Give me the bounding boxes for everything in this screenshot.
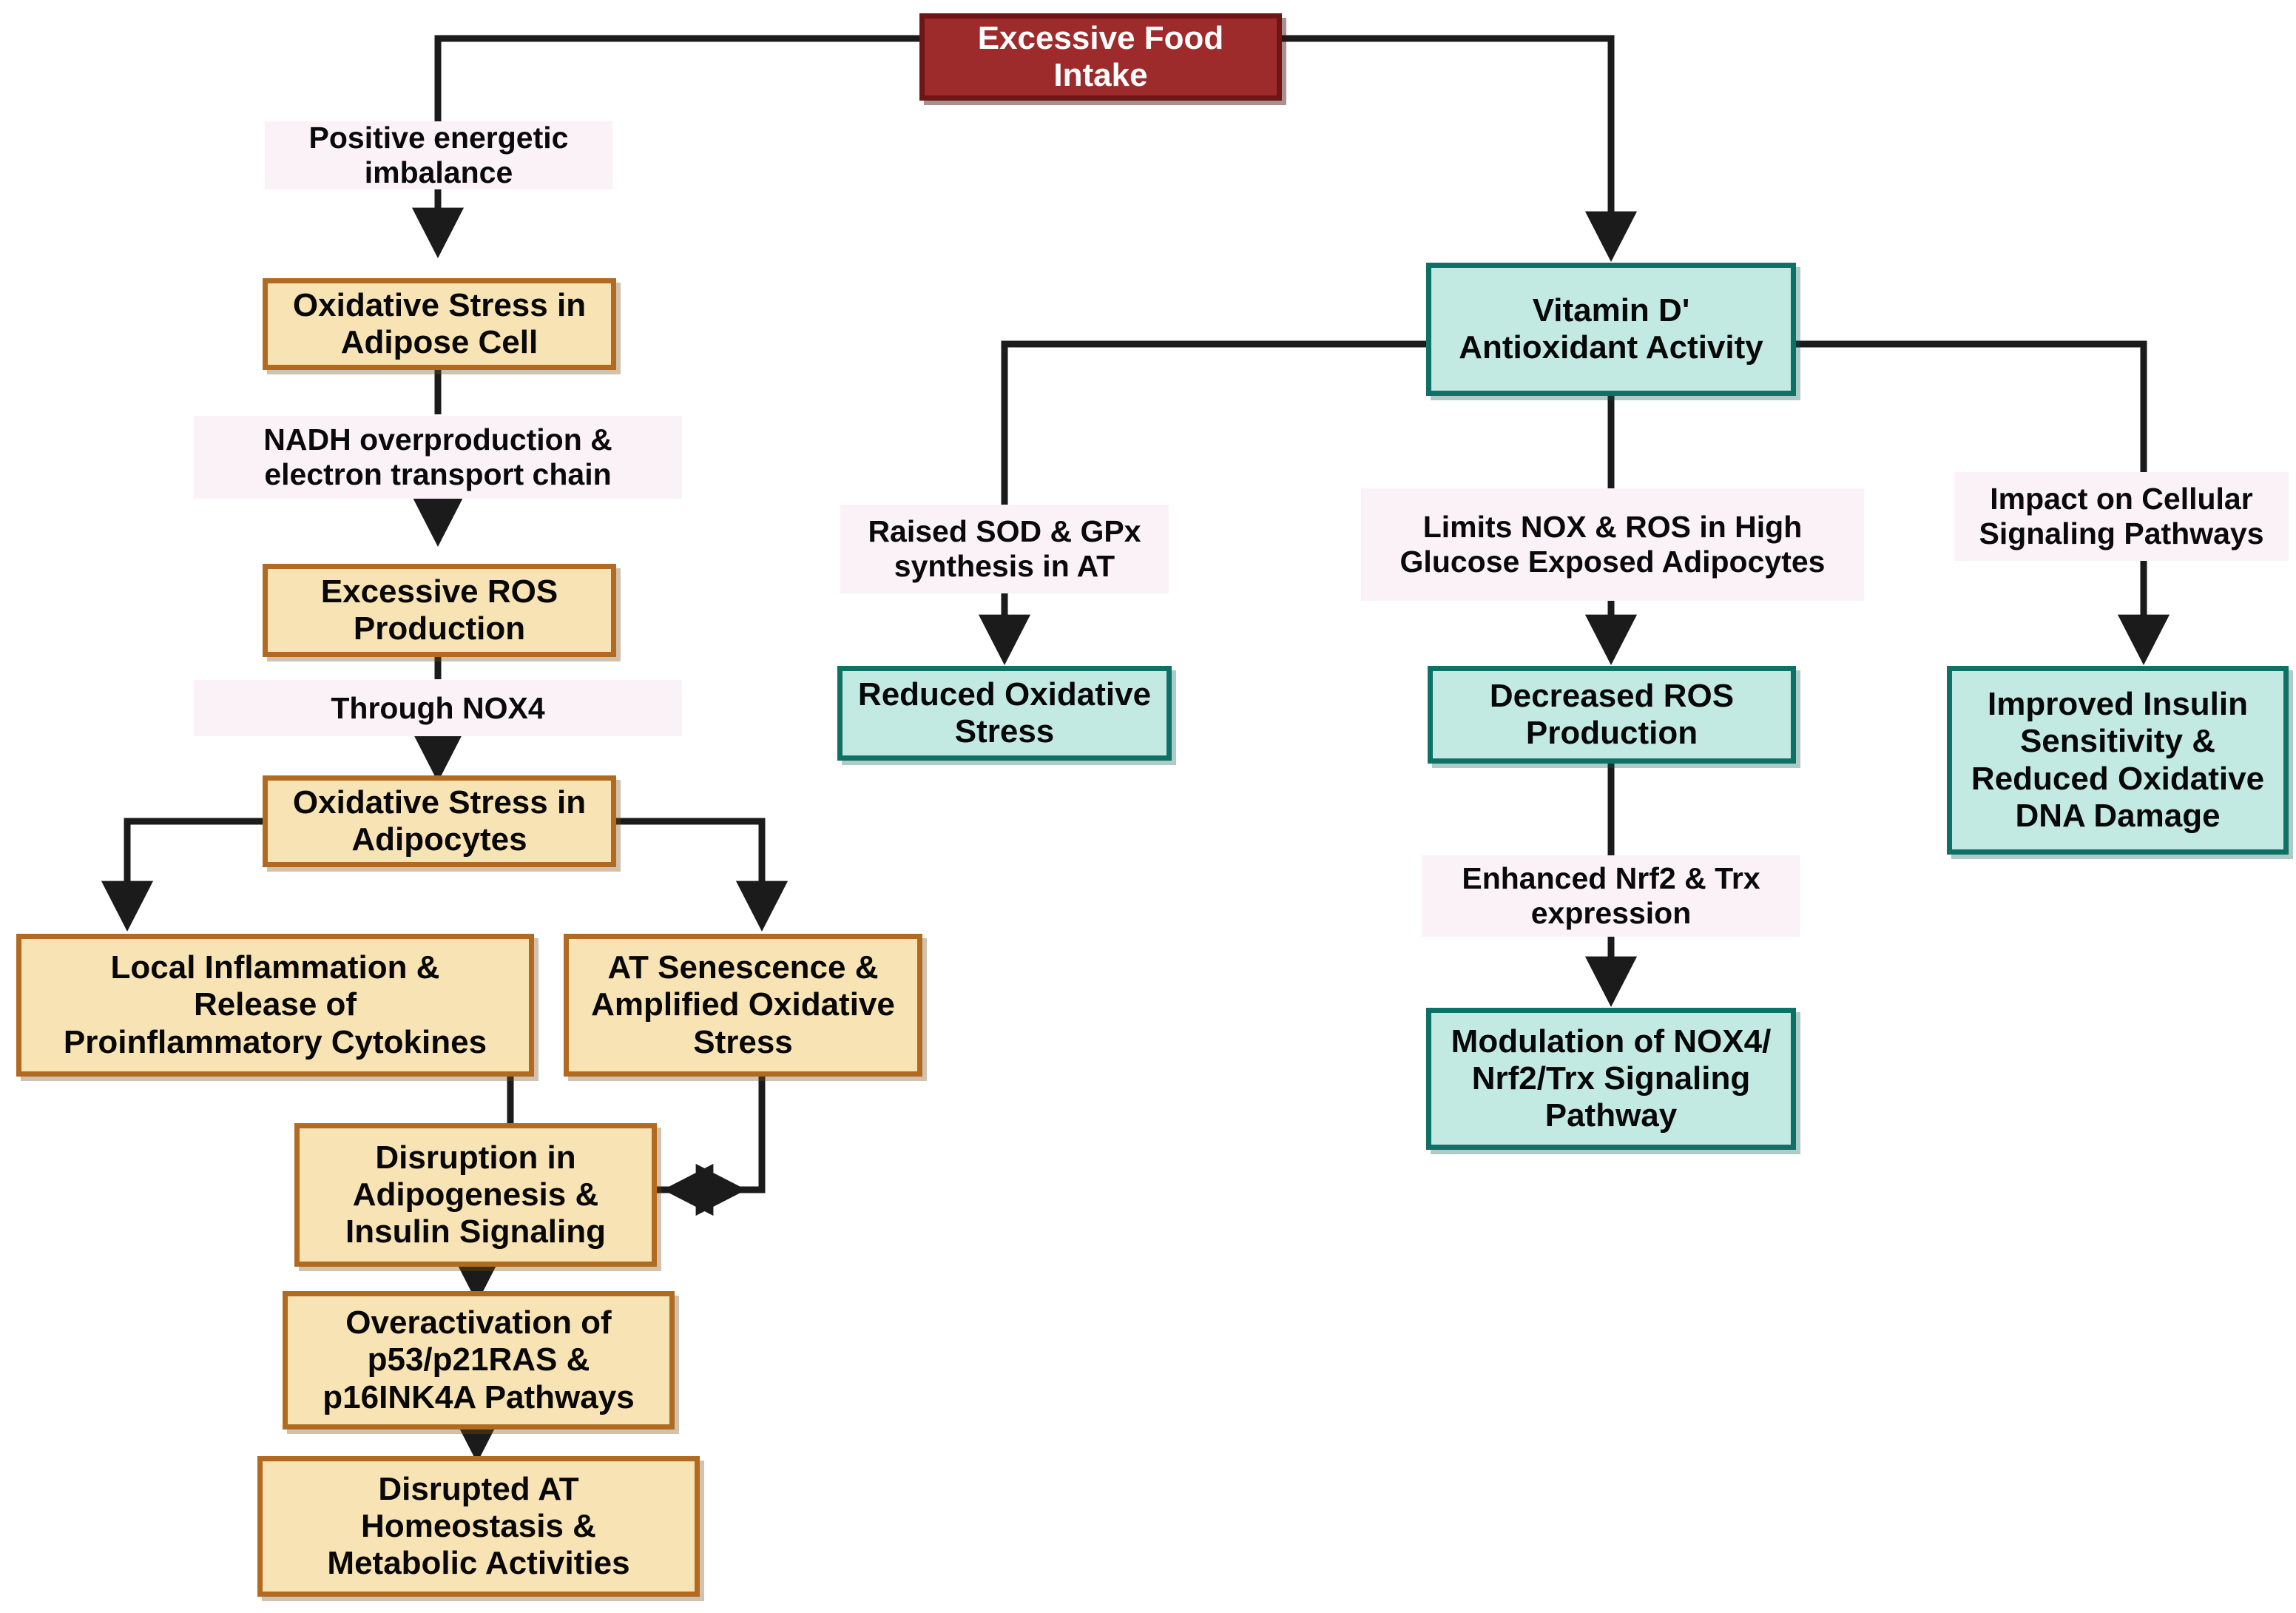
edge-oxadipocytes-to-inflammation [101, 818, 265, 932]
edge-vitamind-to-cellsig [1796, 340, 2147, 477]
edge-vitamind-to-sodgpx [1001, 340, 1426, 511]
node-excessive-ros-production[interactable]: Excessive ROS Production [263, 564, 616, 657]
node-disruption-adipogenesis-insulin-signaling[interactable]: Disruption in Adipogenesis & Insulin Sig… [294, 1123, 657, 1267]
node-reduced-oxidative-stress[interactable]: Reduced Oxidative Stress [837, 666, 1172, 761]
edge-oxadipocytes-to-senescence [612, 818, 789, 932]
node-at-senescence-amplified-oxidative-stress[interactable]: AT Senescence & Amplified Oxidative Stre… [564, 934, 922, 1077]
label-enhanced-nrf2-trx-expression: Enhanced Nrf2 & Trx expression [1422, 855, 1800, 937]
label-raised-sod-gpx-synthesis: Raised SOD & GPx synthesis in AT [840, 505, 1169, 593]
edge-root-to-vitamind [1282, 35, 1638, 263]
edge-senescence-to-disruption [662, 1077, 766, 1216]
label-impact-cellular-signaling-pathways: Impact on Cellular Signaling Pathways [1954, 472, 2289, 561]
node-vitamin-d-antioxidant-activity[interactable]: Vitamin D' Antioxidant Activity [1426, 263, 1796, 396]
node-disrupted-at-homeostasis-metabolic[interactable]: Disrupted AT Homeostasis & Metabolic Act… [257, 1456, 700, 1597]
label-positive-energetic-imbalance: Positive energetic imbalance [265, 121, 612, 189]
node-modulation-nox4-nrf2-trx-pathway[interactable]: Modulation of NOX4/ Nrf2/Trx Signaling P… [1426, 1008, 1796, 1150]
edge-root-to-positive [434, 35, 919, 124]
node-oxidative-stress-adipocytes[interactable]: Oxidative Stress in Adipocytes [263, 775, 616, 867]
label-through-nox4: Through NOX4 [194, 680, 682, 736]
label-limits-nox-ros-high-glucose: Limits NOX & ROS in High Glucose Exposed… [1361, 488, 1864, 601]
node-overactivation-p53-p21ras-p16ink4a[interactable]: Overactivation of p53/p21RAS & p16INK4A … [283, 1291, 675, 1430]
node-excessive-food-intake[interactable]: Excessive Food Intake [919, 13, 1282, 101]
label-nadh-overproduction: NADH overproduction & electron transport… [194, 416, 682, 499]
node-improved-insulin-sensitivity-dna-damage[interactable]: Improved Insulin Sensitivity & Reduced O… [1947, 666, 2289, 855]
node-local-inflammation-cytokines[interactable]: Local Inflammation & Release of Proinfla… [16, 934, 534, 1077]
node-decreased-ros-production[interactable]: Decreased ROS Production [1428, 666, 1796, 764]
node-oxidative-stress-adipose-cell[interactable]: Oxidative Stress in Adipose Cell [263, 278, 616, 370]
